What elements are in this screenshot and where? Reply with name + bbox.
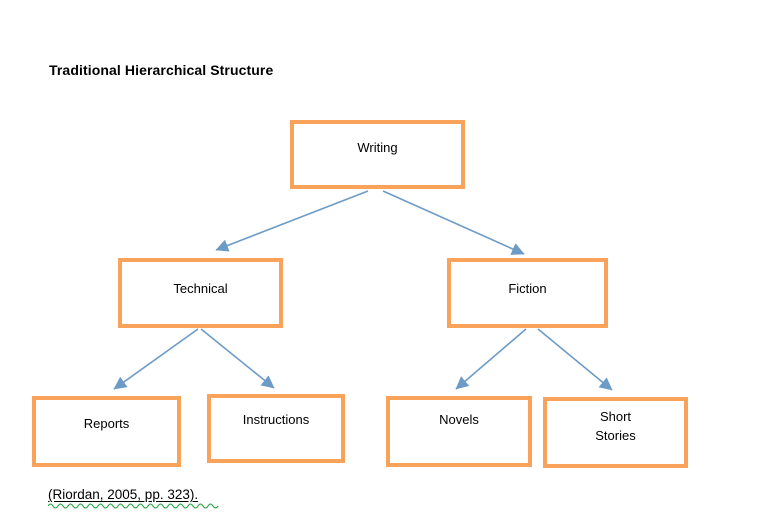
node-instructions-label: Instructions xyxy=(242,412,310,427)
node-instructions[interactable]: Instructions xyxy=(207,394,345,463)
node-technical[interactable]: Technical xyxy=(118,258,283,328)
page-title: Traditional Hierarchical Structure xyxy=(49,62,274,78)
node-reports-label: Reports xyxy=(83,416,130,431)
node-short-stories-label: Short Stories xyxy=(595,409,636,443)
node-novels-label: Novels xyxy=(439,412,479,427)
node-fiction-label: Fiction xyxy=(508,281,547,296)
node-reports[interactable]: Reports xyxy=(32,396,181,467)
citation-text: (Riordan, 2005, pp. 323). xyxy=(48,487,199,502)
node-novels[interactable]: Novels xyxy=(386,396,532,467)
node-fiction[interactable]: Fiction xyxy=(447,258,608,328)
arrow-fiction-novels xyxy=(455,328,527,390)
arrow-writing-technical xyxy=(215,190,369,252)
node-short-stories[interactable]: Short Stories xyxy=(543,397,688,468)
arrow-writing-fiction xyxy=(382,190,525,255)
node-writing[interactable]: Writing xyxy=(290,120,465,189)
node-writing-label: Writing xyxy=(357,140,398,155)
arrow-fiction-short-stories xyxy=(537,328,613,391)
arrow-technical-reports xyxy=(113,328,199,390)
grammar-check-squiggle-underline xyxy=(48,503,219,509)
arrow-technical-instructions xyxy=(200,328,275,389)
node-technical-label: Technical xyxy=(173,281,228,296)
